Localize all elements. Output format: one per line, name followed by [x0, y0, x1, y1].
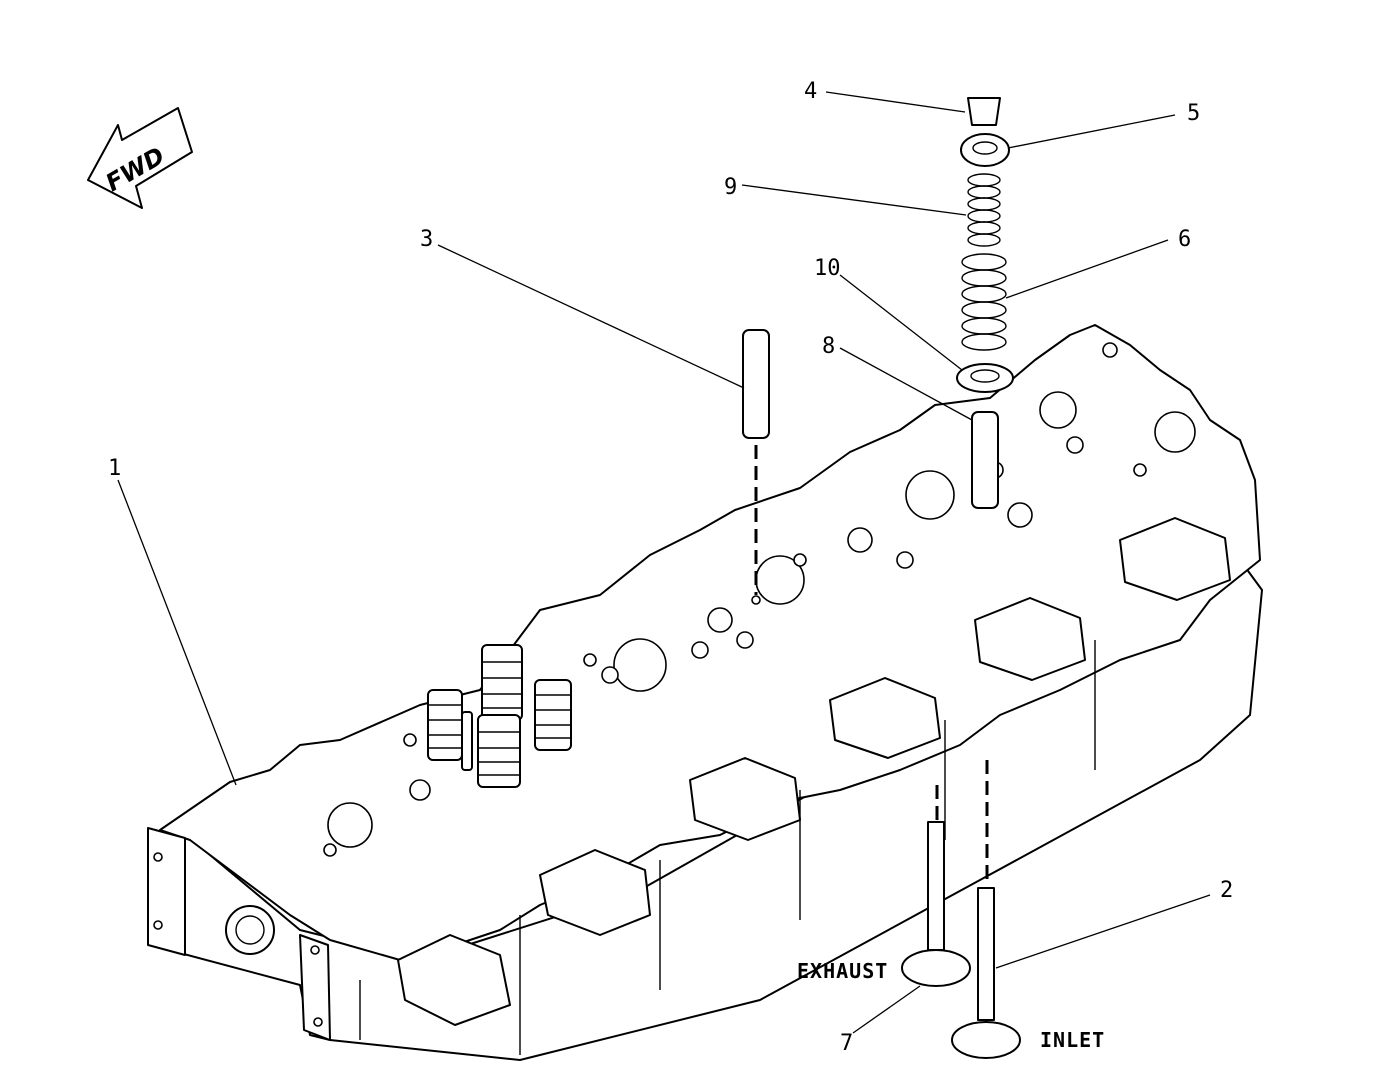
exhaust-label: EXHAUST	[797, 959, 888, 983]
part-6-outer-spring	[961, 253, 1007, 351]
inlet-label: INLET	[1040, 1028, 1105, 1052]
callout-8: 8	[822, 334, 835, 359]
part-8-valve-guide	[971, 411, 999, 509]
installed-valve-springs	[427, 644, 572, 788]
part-10-spring-seat	[956, 363, 1014, 393]
part-5-spring-retainer	[960, 133, 1010, 167]
leader-lines	[117, 91, 1211, 1034]
callout-7: 7	[840, 1031, 853, 1056]
cylinder-head	[147, 324, 1263, 1061]
part-7-exhaust-valve	[901, 785, 971, 987]
callout-10: 10	[814, 256, 841, 281]
part-4-valve-keeper	[967, 97, 1001, 126]
callout-2: 2	[1220, 878, 1233, 903]
callout-9: 9	[724, 175, 737, 200]
callout-1: 1	[108, 456, 121, 481]
forward-arrow-icon: FWD	[87, 107, 193, 209]
callout-4: 4	[804, 79, 817, 104]
callout-5: 5	[1187, 101, 1200, 126]
callout-3: 3	[420, 227, 433, 252]
part-3-valve-guide	[742, 329, 770, 439]
callout-6: 6	[1178, 227, 1191, 252]
part-2-inlet-valve	[951, 760, 1021, 1059]
part-9-inner-spring	[967, 173, 1001, 247]
